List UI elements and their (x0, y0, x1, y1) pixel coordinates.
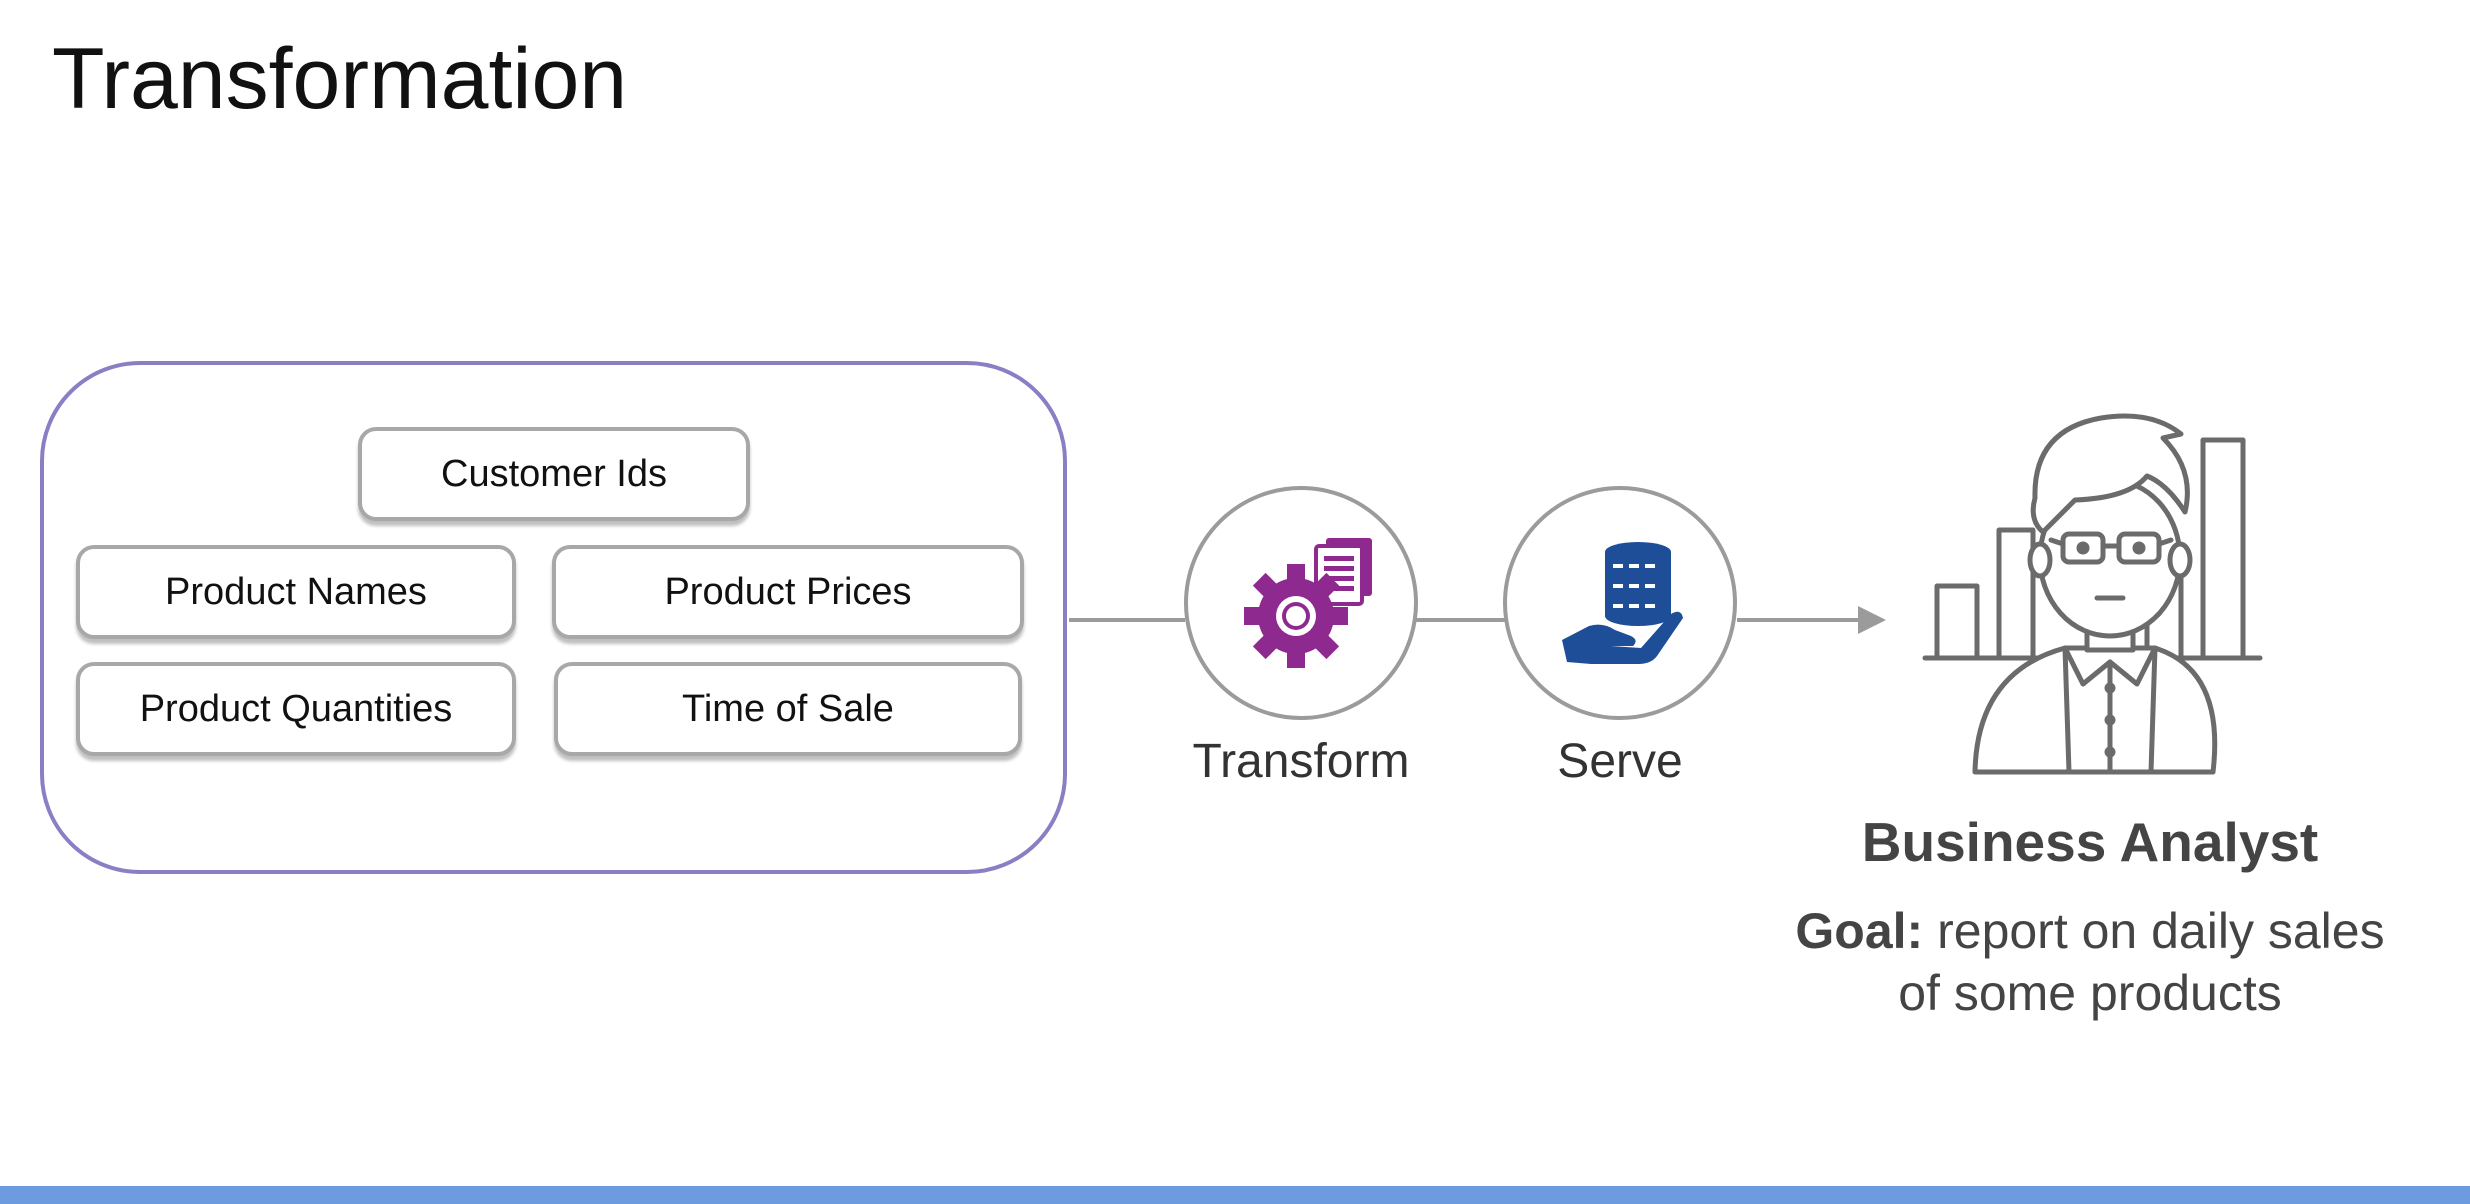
transform-step (1184, 486, 1418, 720)
persona-name: Business Analyst (1861, 811, 2319, 873)
goal-text: report on daily sales of some products (1898, 903, 2385, 1021)
connector-line (1416, 618, 1508, 622)
bottom-accent-bar (0, 1186, 2470, 1204)
arrowhead-icon (1858, 606, 1886, 634)
field-product-names: Product Names (76, 545, 516, 639)
field-product-quantities: Product Quantities (76, 662, 516, 756)
gear-document-icon (1244, 538, 1372, 668)
transform-label: Transform (1192, 735, 1410, 788)
field-time-of-sale: Time of Sale (554, 662, 1022, 756)
connector-line (1069, 618, 1185, 622)
business-analyst-chart-icon (1922, 413, 2263, 775)
field-product-prices: Product Prices (552, 545, 1024, 639)
serve-step (1503, 486, 1737, 720)
database-hand-icon (1562, 542, 1683, 664)
connector-line (1737, 618, 1862, 622)
slide-title: Transformation (52, 31, 628, 127)
field-customer-ids: Customer Ids (358, 427, 750, 521)
goal-label: Goal: (1795, 903, 1924, 959)
serve-label: Serve (1557, 735, 1683, 788)
persona-goal: Goal: report on daily sales of some prod… (1770, 900, 2410, 1024)
